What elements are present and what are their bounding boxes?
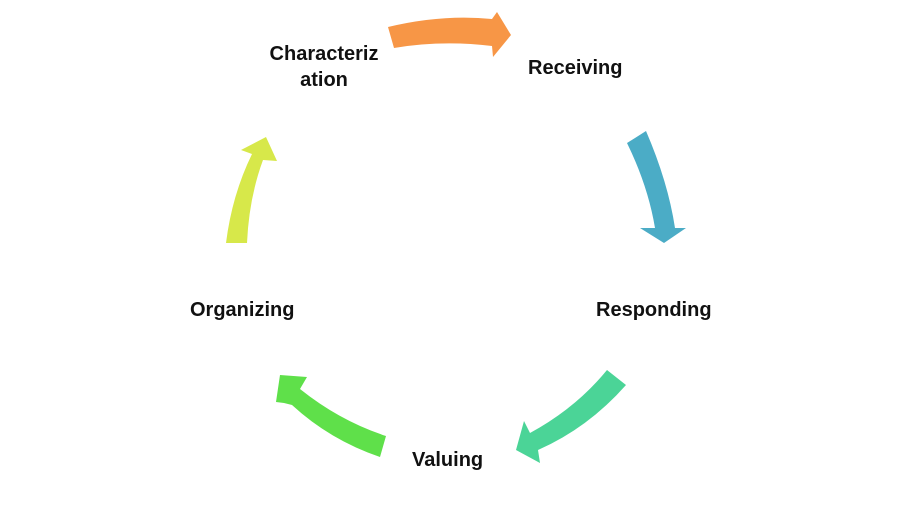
arrow-characterization-to-receiving-icon (388, 12, 511, 57)
stage-label-characterization-line-1: Characteriz (269, 43, 379, 65)
stage-label-valuing: Valuing (412, 449, 484, 471)
stage-label-characterization: Characteriz ation (266, 41, 382, 93)
arrow-organizing-to-characterization-icon (226, 137, 277, 243)
stage-label-organizing: Organizing (190, 299, 295, 321)
arrow-responding-to-valuing-icon (516, 370, 626, 463)
arrow-receiving-to-responding-icon (627, 131, 686, 243)
stage-label-responding: Responding (596, 299, 712, 321)
arrow-valuing-to-organizing-icon (276, 375, 386, 457)
stage-label-characterization-line-2: ation (300, 69, 348, 91)
stage-label-receiving: Receiving (528, 57, 623, 79)
